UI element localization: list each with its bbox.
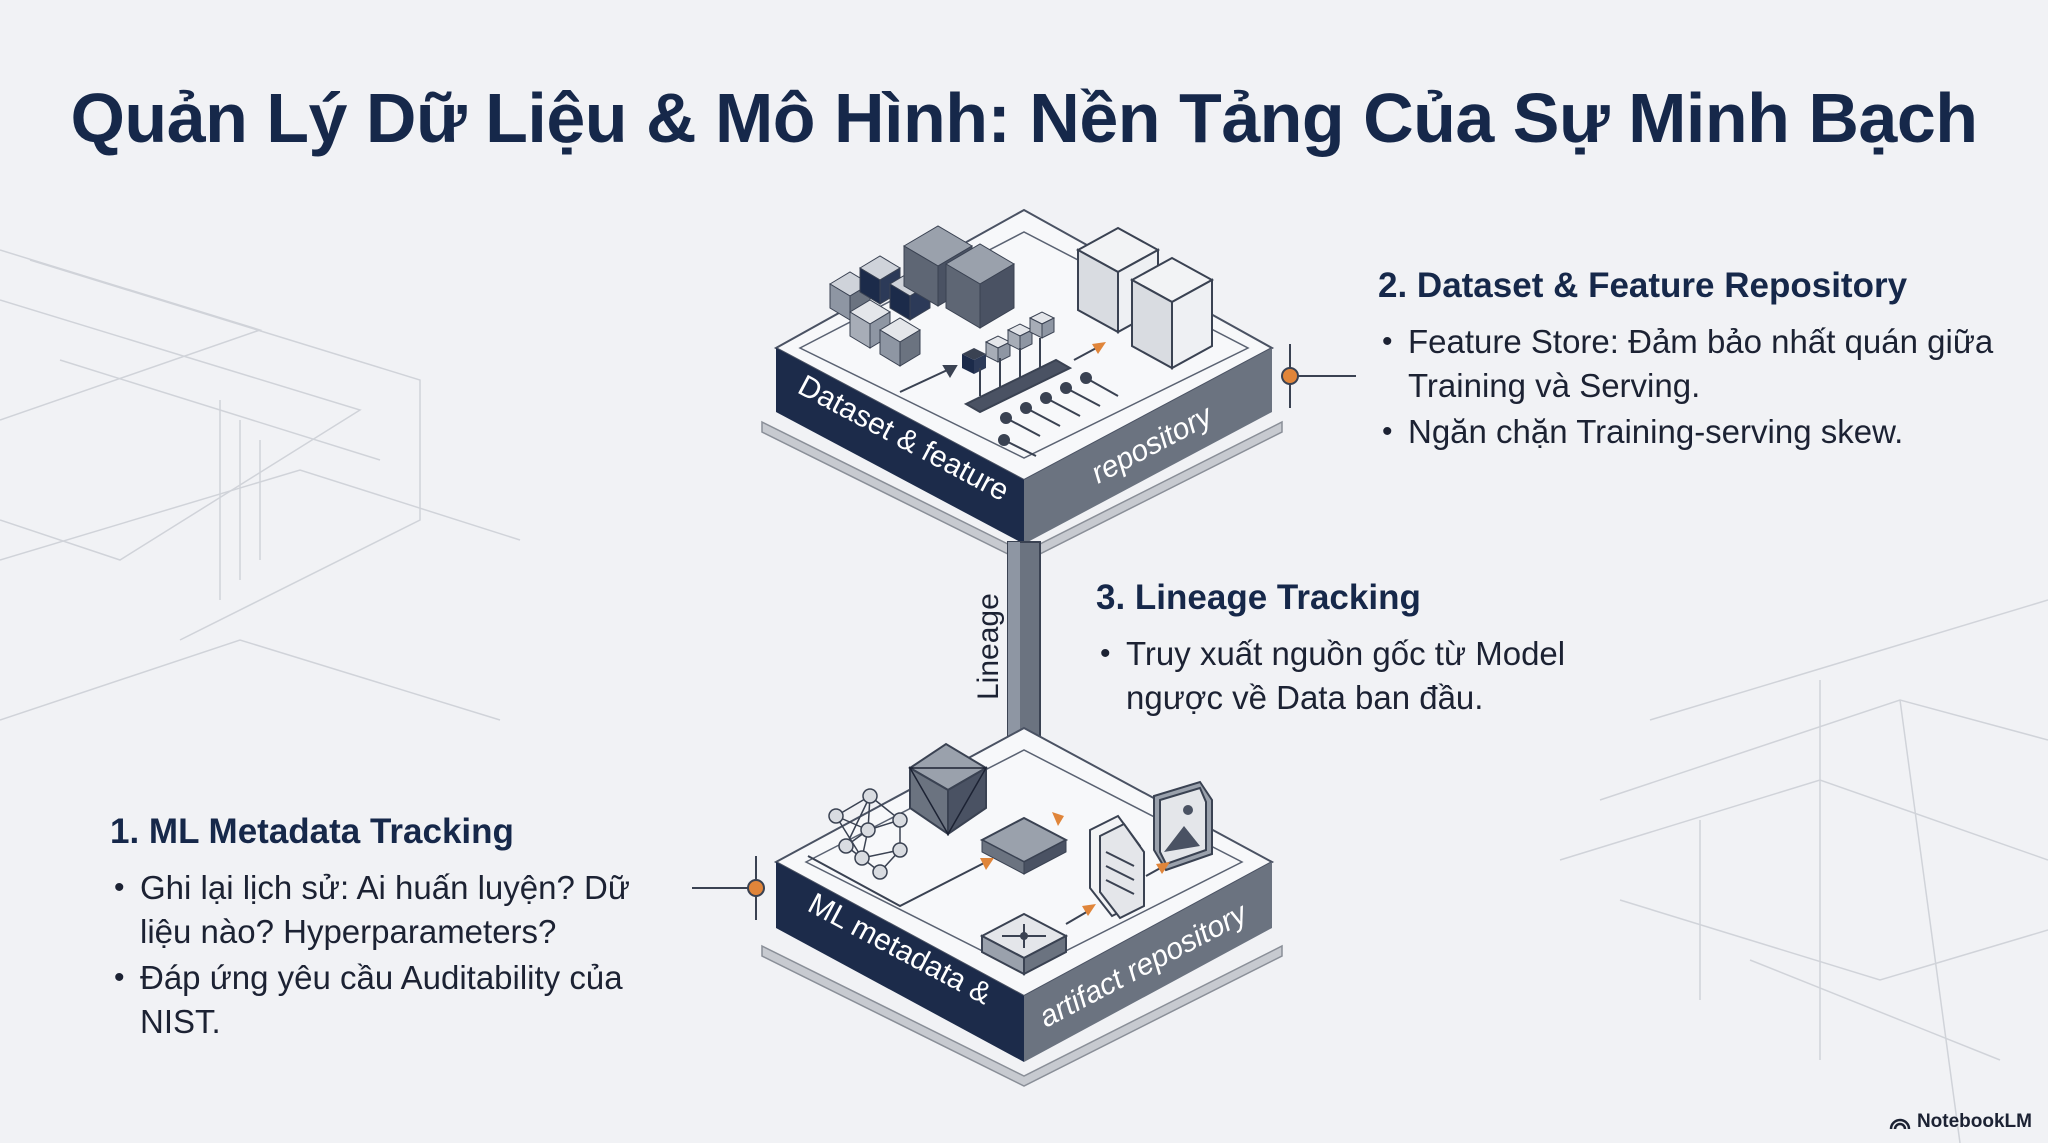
- section-heading: 2. Dataset & Feature Repository: [1378, 266, 1908, 305]
- section-heading: 1. ML Metadata Tracking: [110, 812, 514, 851]
- flow-arrow-icon: [1052, 812, 1064, 826]
- storage-block-icon: [1075, 226, 1215, 370]
- list-item: Feature Store: Đảm bảo nhất quán giữa Tr…: [1378, 320, 2018, 408]
- flow-arrow-icon: [1156, 862, 1170, 874]
- feature-pipeline-icon: [963, 338, 1119, 457]
- connector-bottom: [692, 856, 765, 920]
- brand-watermark: NotebookLM: [1889, 1111, 2032, 1133]
- image-icon: [1153, 780, 1213, 872]
- document-icon: [1089, 814, 1145, 920]
- bullet-list: Feature Store: Đảm bảo nhất quán giữa Tr…: [1378, 320, 2018, 454]
- lineage-label: Lineage: [972, 593, 1005, 700]
- lineage-tracking-section: 3. Lineage Tracking Truy xuất nguồn gốc …: [1096, 578, 1656, 722]
- metadata-router-icon: [979, 912, 1069, 976]
- list-item: Ghi lại lịch sử: Ai huấn luyện? Dữ liệu …: [110, 866, 690, 954]
- flow-arrow-icon: [980, 858, 994, 870]
- connector-top: [1281, 344, 1356, 408]
- list-item: Đáp ứng yêu cầu Auditability của NIST.: [110, 956, 690, 1044]
- data-cubes-icon: [829, 225, 1056, 374]
- neural-network-icon: [828, 788, 908, 880]
- bullet-list: Truy xuất nguồn gốc từ Model ngược về Da…: [1096, 632, 1656, 720]
- flow-arrow-icon: [899, 365, 958, 393]
- page-title: Quản Lý Dữ Liệu & Mô Hình: Nền Tảng Của …: [70, 79, 1978, 157]
- dataset-feature-repository-section: 2. Dataset & Feature Repository Feature …: [1378, 266, 2018, 456]
- flow-arrow-icon: [807, 855, 987, 908]
- list-item: Ngăn chặn Training-serving skew.: [1378, 410, 2018, 454]
- model-artifact-icon: [908, 742, 988, 836]
- pillar-base: [979, 816, 1069, 875]
- ml-metadata-tracking-section: 1. ML Metadata Tracking Ghi lại lịch sử:…: [110, 812, 690, 1046]
- notebooklm-logo-icon: [1889, 1118, 1911, 1130]
- list-item: Truy xuất nguồn gốc từ Model ngược về Da…: [1096, 632, 1656, 720]
- brand-name: NotebookLM: [1916, 1111, 2032, 1132]
- flow-arrow-icon: [1073, 342, 1106, 361]
- flow-arrow-icon: [1082, 904, 1096, 916]
- section-heading: 3. Lineage Tracking: [1096, 578, 1421, 617]
- bullet-list: Ghi lại lịch sử: Ai huấn luyện? Dữ liệu …: [110, 866, 690, 1044]
